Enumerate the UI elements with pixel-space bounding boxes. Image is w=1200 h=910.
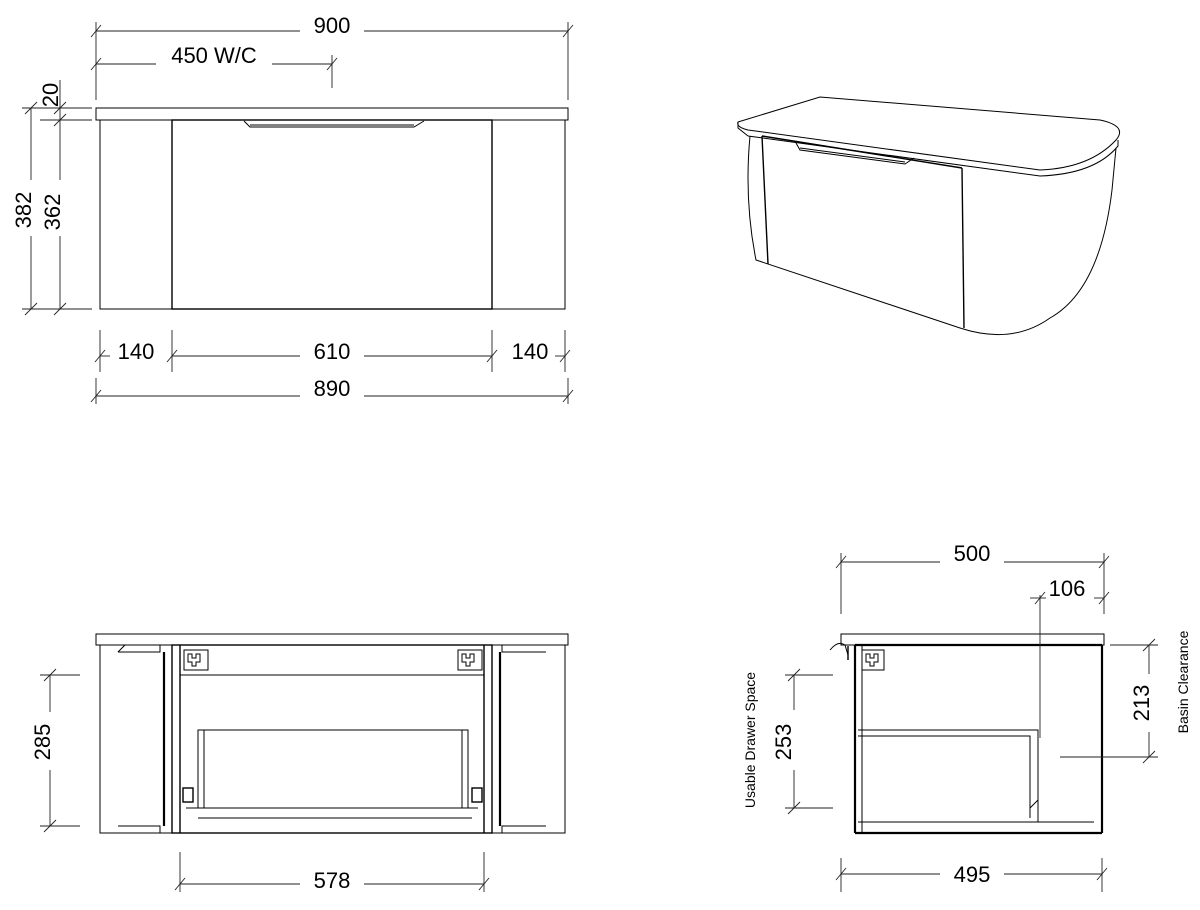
front-elevation	[95, 107, 569, 310]
dim-drawer-depth-label: 495	[954, 862, 991, 887]
iso-body	[747, 135, 1117, 336]
dim-inner-width: 578	[174, 852, 490, 893]
front-drawer-panel	[171, 119, 493, 310]
dim-side-right-label: 140	[512, 339, 549, 364]
iso-drawer-panel	[761, 135, 965, 329]
dim-inner-height-label: 285	[30, 724, 55, 761]
dim-overall-height-label: 382	[11, 192, 36, 229]
isometric-view	[737, 96, 1120, 336]
side-section-view	[829, 633, 1105, 835]
dim-drawer-space-value: 253	[771, 724, 796, 761]
dim-basin-offset: 106	[1030, 576, 1110, 738]
drawer-space-label: Usable Drawer Space	[742, 672, 758, 808]
dim-drawer-space: 253 Usable Drawer Space	[742, 668, 833, 815]
dim-top-thickness-label: 20	[38, 83, 63, 107]
dim-inner-height: 285	[30, 668, 80, 833]
iso-benchtop	[737, 96, 1120, 171]
dim-overall-width-label: 900	[314, 13, 351, 38]
dim-overall-depth: 500	[835, 541, 1110, 614]
dim-body-width: 890	[90, 376, 574, 404]
dim-body-height-label: 362	[40, 194, 65, 231]
dim-wc-offset-label: 450 W/C	[171, 43, 257, 68]
dim-overall-depth-label: 500	[954, 541, 991, 566]
dim-side-left-label: 140	[118, 339, 155, 364]
dim-basin-clearance: 213 Basin Clearance	[1060, 630, 1191, 764]
basin-clearance-label: Basin Clearance	[1175, 630, 1191, 733]
front-benchtop	[95, 107, 569, 121]
dim-front-segments: 140 610 140	[94, 330, 571, 372]
dim-drawer-front-label: 610	[314, 339, 351, 364]
rear-section-view	[95, 633, 569, 834]
dim-wc-offset: 450 W/C	[90, 43, 338, 88]
front-body-outline	[99, 120, 566, 310]
dim-basin-clearance-value: 213	[1129, 685, 1154, 722]
iso-drawer-handle	[795, 142, 915, 165]
dim-basin-offset-label: 106	[1049, 576, 1086, 601]
dim-heights: 20 382 362	[11, 80, 92, 316]
front-drawer-handle	[243, 120, 425, 128]
dim-drawer-depth: 495	[835, 858, 1108, 892]
dim-inner-width-label: 578	[314, 868, 351, 893]
dim-overall-width: 900	[90, 13, 574, 100]
dim-body-width-label: 890	[314, 376, 351, 401]
